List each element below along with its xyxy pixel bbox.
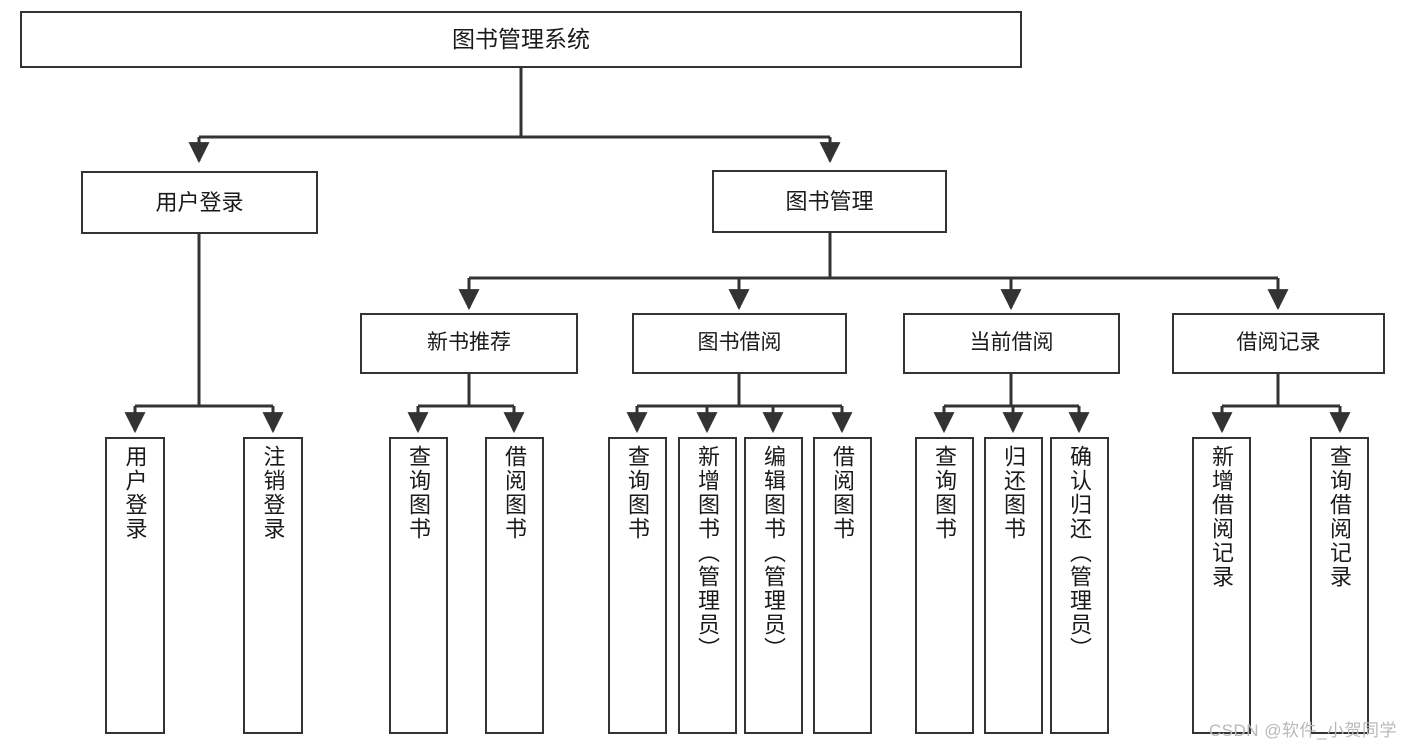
node-label: 借阅记录: [1236, 331, 1321, 355]
node-label: 借阅图书: [502, 445, 528, 541]
node-label: 查询图书: [625, 445, 651, 541]
leaf-current-borrow-query[interactable]: 查询图书: [915, 437, 974, 734]
leaf-user-login-logout[interactable]: 注销登录: [243, 437, 303, 734]
node-borrow-record[interactable]: 借阅记录: [1172, 313, 1385, 374]
node-label: 查询图书: [932, 445, 958, 541]
node-book-borrow[interactable]: 图书借阅: [632, 313, 847, 374]
node-label: 当前借阅: [969, 331, 1054, 355]
leaf-borrow-record-add[interactable]: 新增借阅记录: [1192, 437, 1251, 734]
node-label: 图书管理: [785, 188, 874, 214]
leaf-current-borrow-confirm[interactable]: 确认归还（管理员）: [1050, 437, 1109, 734]
node-label: 归还图书: [1001, 445, 1027, 541]
node-label: 新书推荐: [427, 331, 511, 355]
node-user-login[interactable]: 用户登录: [81, 171, 318, 234]
node-book-management[interactable]: 图书管理: [712, 170, 947, 233]
leaf-book-borrow-query[interactable]: 查询图书: [608, 437, 667, 734]
node-label: 注销登录: [260, 445, 286, 541]
node-label: 新增借阅记录: [1209, 445, 1235, 589]
node-label: 编辑图书（管理员）: [761, 445, 787, 661]
node-label: 查询借阅记录: [1327, 445, 1353, 589]
node-current-borrow[interactable]: 当前借阅: [903, 313, 1120, 374]
leaf-current-borrow-return[interactable]: 归还图书: [984, 437, 1043, 734]
node-root-system[interactable]: 图书管理系统: [20, 11, 1022, 68]
node-label: 图书管理系统: [452, 25, 590, 52]
node-label: 查询图书: [406, 445, 432, 541]
node-label: 借阅图书: [830, 445, 856, 541]
leaf-book-borrow-borrow[interactable]: 借阅图书: [813, 437, 872, 734]
node-label: 图书借阅: [697, 331, 782, 355]
csdn-watermark: CSDN @软件_小贺同学: [1208, 721, 1397, 740]
leaf-user-login-login[interactable]: 用户登录: [105, 437, 165, 734]
node-label: 用户登录: [155, 189, 244, 215]
leaf-book-borrow-edit[interactable]: 编辑图书（管理员）: [744, 437, 803, 734]
leaf-borrow-record-query[interactable]: 查询借阅记录: [1310, 437, 1369, 734]
node-label: 确认归还（管理员）: [1067, 445, 1093, 661]
leaf-new-book-borrow[interactable]: 借阅图书: [485, 437, 544, 734]
leaf-new-book-query[interactable]: 查询图书: [389, 437, 448, 734]
node-label: 新增图书（管理员）: [695, 445, 721, 661]
leaf-book-borrow-add[interactable]: 新增图书（管理员）: [678, 437, 737, 734]
node-new-book-recommend[interactable]: 新书推荐: [360, 313, 578, 374]
node-label: 用户登录: [122, 445, 148, 541]
